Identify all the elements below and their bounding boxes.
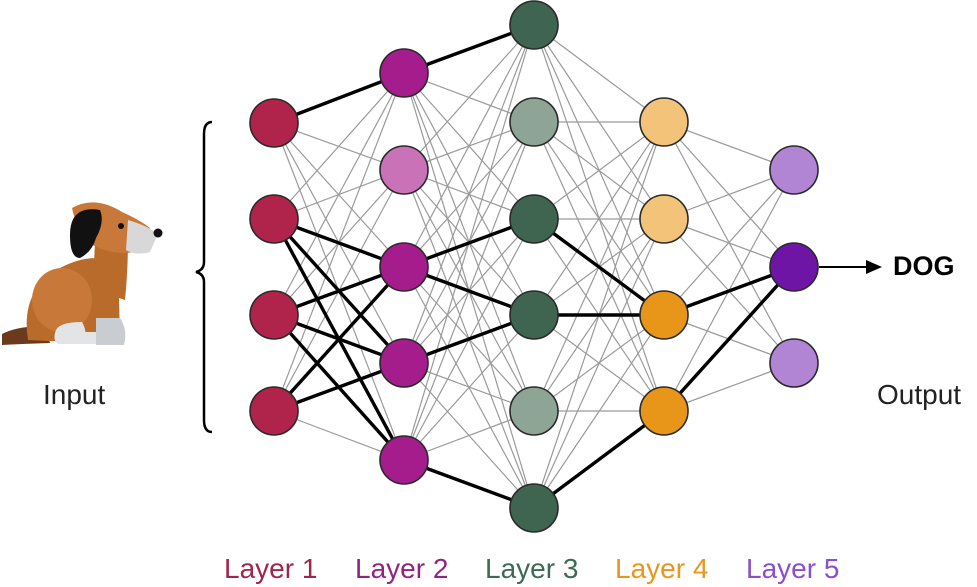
layer-5-neuron bbox=[769, 145, 819, 195]
connection-edge bbox=[273, 72, 405, 316]
layer-3-neuron bbox=[509, 386, 559, 436]
input-bracket bbox=[195, 120, 213, 434]
layer-4-neuron bbox=[639, 97, 689, 147]
layer-1-neuron bbox=[249, 290, 299, 340]
layer-2-neuron bbox=[379, 338, 429, 388]
input-label: Input bbox=[43, 379, 106, 410]
layer-3-neuron bbox=[509, 290, 559, 340]
highlighted-path-edge bbox=[272, 265, 406, 413]
layer-3-neuron bbox=[509, 194, 559, 244]
layer-5-neuron bbox=[769, 242, 819, 292]
layer-5-neuron bbox=[769, 338, 819, 388]
layer-3-neuron bbox=[509, 483, 559, 533]
neurons bbox=[249, 0, 819, 533]
layer-2-neuron bbox=[379, 435, 429, 485]
layer-2-neuron bbox=[379, 48, 429, 98]
layer-4-neuron bbox=[639, 386, 689, 436]
highlighted-path-edge bbox=[662, 265, 796, 413]
connection-edge bbox=[403, 24, 535, 364]
highlighted-path-edge bbox=[532, 217, 666, 317]
layer-3-label: Layer 3 bbox=[485, 553, 579, 584]
connection-edge bbox=[663, 169, 795, 316]
layer-4-neuron bbox=[639, 290, 689, 340]
highlighted-path-edge bbox=[532, 409, 666, 510]
connection-edge bbox=[533, 24, 665, 123]
dog-icon bbox=[2, 202, 163, 345]
layer-4-label: Layer 4 bbox=[615, 553, 709, 584]
connection-edge bbox=[533, 121, 665, 316]
layer-3-neuron bbox=[509, 97, 559, 147]
connection-edge bbox=[403, 24, 535, 268]
connection-edge bbox=[533, 218, 665, 509]
connection-edge bbox=[403, 314, 535, 461]
connection-edge bbox=[403, 24, 535, 171]
layer-4-neuron bbox=[639, 194, 689, 244]
layer-3-neuron bbox=[509, 0, 559, 50]
connection-edge bbox=[533, 121, 665, 220]
connection-edge bbox=[273, 72, 405, 220]
layer-2-neuron bbox=[379, 242, 429, 292]
layer-5-label: Layer 5 bbox=[746, 553, 840, 584]
output-arrow bbox=[819, 260, 882, 274]
layer-1-neuron bbox=[249, 98, 299, 148]
output-label: Output bbox=[877, 379, 962, 410]
layer-2-label: Layer 2 bbox=[355, 553, 449, 584]
output-class-label: DOG bbox=[893, 251, 955, 281]
layer-1-neuron bbox=[249, 386, 299, 436]
layer-1-label: Layer 1 bbox=[224, 553, 318, 584]
connection-edge bbox=[533, 314, 665, 509]
layer-2-neuron bbox=[379, 145, 429, 195]
layer-1-neuron bbox=[249, 194, 299, 244]
